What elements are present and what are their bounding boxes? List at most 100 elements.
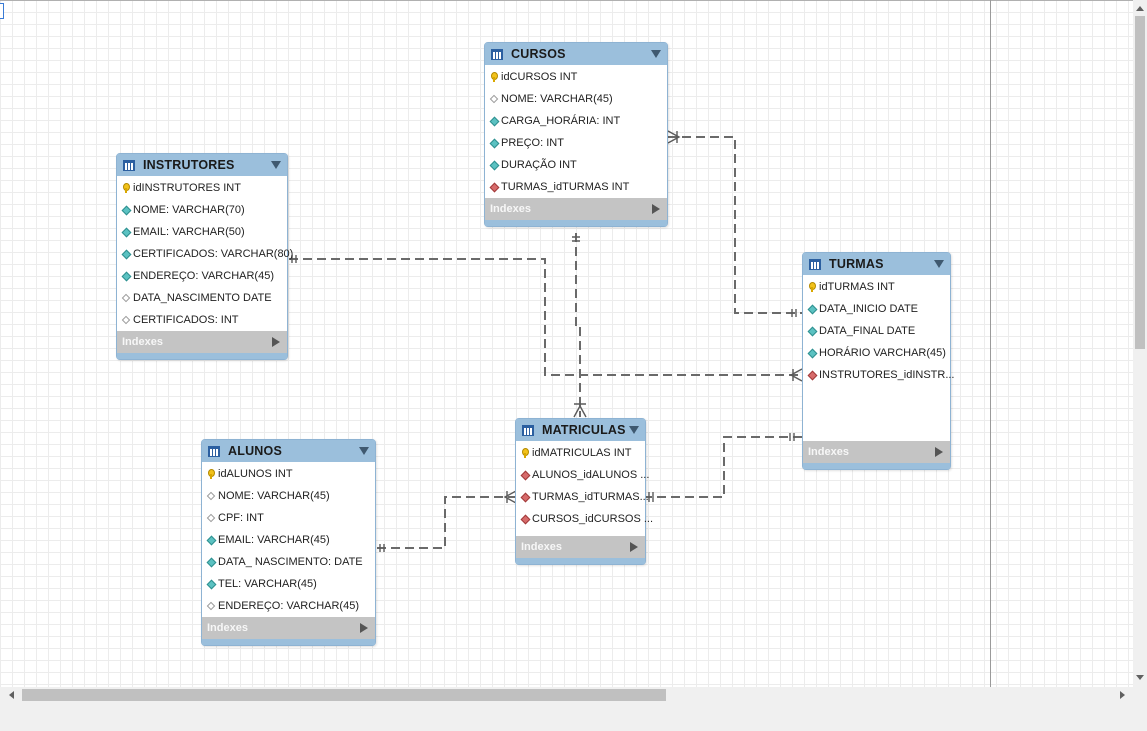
triangle-down-icon[interactable] [271,161,281,169]
column-row[interactable]: CARGA_HORÁRIA: INT [485,110,667,132]
hollow-diamond-icon [122,293,130,303]
column-list: idCURSOS INT NOME: VARCHAR(45) CARGA_HOR… [485,65,667,198]
hollow-diamond-icon [207,601,215,611]
column-row[interactable]: NOME: VARCHAR(70) [117,199,287,221]
filled-diamond-icon [808,304,816,314]
column-row[interactable]: DATA_ NASCIMENTO: DATE [202,551,375,573]
relationship-alunos-matriculas[interactable] [377,490,517,552]
column-row[interactable]: DATA_NASCIMENTO DATE [117,287,287,309]
column-row[interactable]: idTURMAS INT [803,276,950,298]
column-row[interactable]: idALUNOS INT [202,463,375,485]
table-footer [117,353,287,359]
triangle-right-icon[interactable] [935,447,943,457]
column-row[interactable]: DATA_FINAL DATE [803,320,950,342]
column-row[interactable]: INSTRUTORES_idINSTR... [803,364,955,386]
triangle-down-icon[interactable] [629,426,639,434]
table-name: CURSOS [511,47,566,61]
table-name: MATRICULAS [542,423,626,437]
canvas-top-border [0,0,1133,1]
column-list: idALUNOS INT NOME: VARCHAR(45) CPF: INT … [202,462,375,617]
indexes-section[interactable]: Indexes [117,331,287,353]
table-cursos[interactable]: CURSOS idCURSOS INT NOME: VARCHAR(45) CA… [484,42,668,227]
triangle-right-icon[interactable] [360,623,368,633]
table-matriculas[interactable]: MATRICULAS idMATRICULAS INT ALUNOS_idALU… [515,418,653,565]
table-header[interactable]: MATRICULAS [516,419,645,441]
hollow-diamond-icon [122,315,130,325]
column-row[interactable]: idINSTRUTORES INT [117,177,287,199]
diagram-canvas[interactable]: CURSOS idCURSOS INT NOME: VARCHAR(45) CA… [0,0,1133,687]
key-icon [207,469,215,479]
table-header[interactable]: TURMAS [803,253,950,275]
column-row[interactable]: PREÇO: INT [485,132,667,154]
column-row[interactable]: CERTIFICADOS: VARCHAR(80) [117,243,293,265]
table-footer [202,639,375,645]
relationship-turmas-matriculas[interactable] [646,433,802,502]
scroll-up-icon[interactable] [1136,6,1144,11]
key-icon [808,282,816,292]
column-row[interactable]: DATA_INICIO DATE [803,298,950,320]
canvas-edge-marker [0,3,4,19]
horizontal-scroll-thumb[interactable] [22,689,666,701]
vertical-scroll-thumb[interactable] [1135,16,1145,349]
triangle-right-icon[interactable] [272,337,280,347]
column-row[interactable]: CPF: INT [202,507,375,529]
indexes-section[interactable]: Indexes [485,198,667,220]
table-turmas[interactable]: TURMAS idTURMAS INT DATA_INICIO DATE DAT… [802,252,955,470]
indexes-section[interactable]: Indexes [803,441,950,463]
scroll-down-icon[interactable] [1136,675,1144,680]
table-header[interactable]: CURSOS [485,43,667,65]
scroll-left-icon[interactable] [9,691,14,699]
table-footer [516,558,645,564]
column-row[interactable]: TEL: VARCHAR(45) [202,573,375,595]
table-header[interactable]: ALUNOS [202,440,375,462]
key-icon [122,183,130,193]
column-row[interactable]: DURAÇÃO INT [485,154,667,176]
column-row[interactable]: idCURSOS INT [485,66,667,88]
filled-diamond-icon [207,557,215,567]
triangle-right-icon[interactable] [652,204,660,214]
column-row[interactable]: ENDEREÇO: VARCHAR(45) [202,595,375,617]
filled-diamond-icon [490,138,498,148]
hollow-diamond-icon [490,94,498,104]
filled-diamond-icon [122,227,130,237]
triangle-down-icon[interactable] [359,447,369,455]
vertical-scrollbar[interactable] [1133,0,1147,687]
column-row[interactable]: TURMAS_idTURMAS INT [485,176,667,198]
column-row[interactable]: CERTIFICADOS: INT [117,309,287,331]
table-name: INSTRUTORES [143,158,235,172]
column-row[interactable]: TURMAS_idTURMAS... [516,486,649,508]
table-header[interactable]: INSTRUTORES [117,154,287,176]
column-row[interactable]: ENDEREÇO: VARCHAR(45) [117,265,287,287]
column-row[interactable]: EMAIL: VARCHAR(45) [202,529,375,551]
column-row[interactable]: CURSOS_idCURSOS ... [516,508,653,530]
table-footer [803,463,950,469]
triangle-down-icon[interactable] [651,50,661,58]
page-boundary-line [990,0,991,687]
triangle-down-icon[interactable] [934,260,944,268]
scroll-right-icon[interactable] [1120,691,1125,699]
indexes-label: Indexes [490,203,531,215]
column-row[interactable]: idMATRICULAS INT [516,442,645,464]
column-row[interactable]: NOME: VARCHAR(45) [202,485,375,507]
filled-diamond-icon [490,116,498,126]
table-instrutores[interactable]: INSTRUTORES idINSTRUTORES INT NOME: VARC… [116,153,293,360]
relationship-cursos-turmas[interactable] [667,130,802,317]
relationship-instrutores-turmas[interactable] [289,255,803,382]
column-row[interactable]: EMAIL: VARCHAR(50) [117,221,287,243]
table-alunos[interactable]: ALUNOS idALUNOS INT NOME: VARCHAR(45) CP… [201,439,376,646]
red-diamond-icon [521,514,529,524]
key-icon [521,448,529,458]
indexes-section[interactable]: Indexes [516,536,645,558]
filled-diamond-icon [122,271,130,281]
relationship-cursos-matriculas[interactable] [572,233,587,418]
column-list: idTURMAS INT DATA_INICIO DATE DATA_FINAL… [803,275,955,441]
indexes-section[interactable]: Indexes [202,617,375,639]
status-bar [0,703,1147,731]
column-spacer [803,386,950,408]
table-grid-icon [208,445,220,457]
column-row[interactable]: HORÁRIO VARCHAR(45) [803,342,950,364]
triangle-right-icon[interactable] [630,542,638,552]
column-row[interactable]: NOME: VARCHAR(45) [485,88,667,110]
column-row[interactable]: ALUNOS_idALUNOS ... [516,464,649,486]
horizontal-scrollbar[interactable] [0,687,1133,703]
